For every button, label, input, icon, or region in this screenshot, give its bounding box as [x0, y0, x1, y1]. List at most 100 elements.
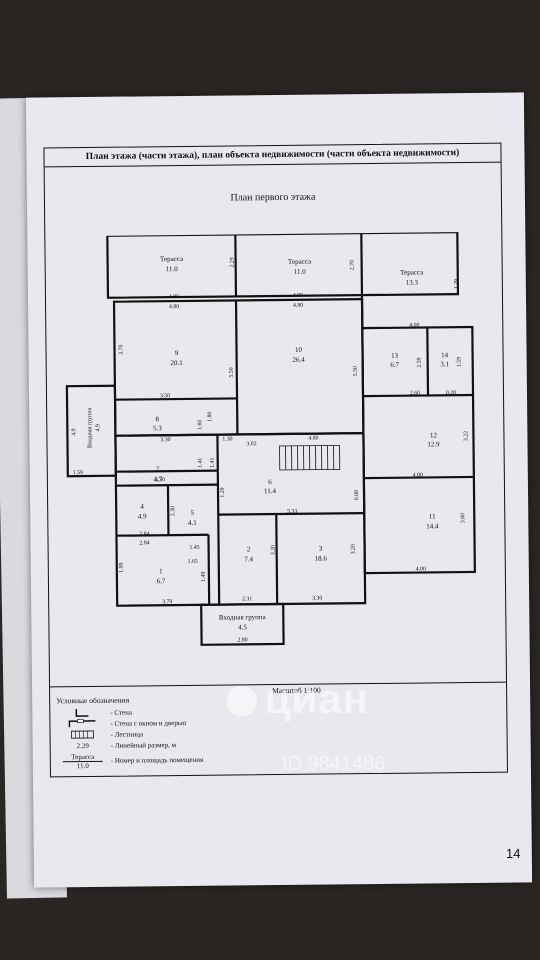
dimension-label: 3.30: [155, 477, 165, 483]
legend-label: - Номер и площадь помещения: [110, 755, 204, 765]
dimension-label: 2.60: [410, 391, 420, 397]
wall-9-10: [234, 300, 239, 435]
floor-plan: Терасса 11.0 Терасса 11.0 Терасса 13.3 9…: [65, 231, 476, 646]
room-area: 18.6: [315, 554, 328, 562]
room-area: 4.7: [153, 475, 162, 483]
legend: Условные обозначения - Стена - Стена с о…: [56, 694, 297, 772]
room-number: 3: [319, 545, 323, 553]
dimension-label: 1.29: [220, 487, 226, 497]
dimension-label: 2.59: [417, 357, 423, 367]
stairs-icon: [279, 444, 341, 471]
room-number: 13: [391, 352, 399, 360]
wall-2-3-top: [218, 512, 365, 516]
dimension-label: 3.02: [246, 441, 256, 447]
dimension-label: 4.9: [71, 428, 77, 435]
pin-icon: ⬤: [225, 682, 259, 716]
dimension-label: 3.70: [118, 344, 124, 354]
dimension-label: 2.84: [139, 531, 149, 537]
dimension-label: 1.59: [457, 357, 463, 367]
dimension-label: 2.29: [230, 257, 236, 267]
dimension-label: 0.68: [354, 490, 360, 500]
room-number: 8: [155, 415, 159, 423]
dimension-label: 2.80: [237, 637, 247, 643]
watermark-logo: циан: [264, 675, 369, 722]
room-area: 5.3: [153, 424, 162, 432]
room-area: 4.1: [188, 519, 197, 527]
terrace-divider-1: [234, 234, 238, 297]
dimension-label: 4.80: [293, 303, 303, 309]
floor-title: План первого этажа: [230, 191, 316, 204]
watermark: ⬤ циан: [225, 675, 369, 723]
room-name: Терасса: [288, 258, 312, 266]
entrance-bottom: [200, 602, 285, 646]
room-sample: Терасса 11.0: [57, 752, 109, 770]
dimension-label: 4.00: [409, 323, 419, 329]
room-number: 2: [247, 545, 251, 553]
dimension-label: 2.70: [350, 260, 356, 270]
entrance-left: [65, 384, 117, 478]
dimension-label: 4.00: [413, 472, 423, 478]
dimension-label: 5.50: [353, 366, 359, 376]
wall-12-top: [363, 393, 474, 398]
dimension-label: 3.50: [160, 393, 170, 399]
room-number: 6: [268, 478, 272, 486]
room-area: 26.4: [292, 356, 305, 364]
dimension-label: 3.20: [351, 544, 357, 554]
dimension-label: 1.41: [210, 457, 216, 467]
room-area: 6.7: [390, 361, 399, 369]
dimension-label: 3.20: [271, 545, 277, 555]
room-name: Входная группа: [219, 613, 267, 621]
dimension-label: 1.99: [119, 562, 125, 572]
dimension-label: 4.80: [308, 436, 318, 442]
stairs-icon: [57, 730, 109, 740]
dimension-label: 1.29: [454, 279, 460, 289]
dimension-label: 1.49: [201, 572, 207, 582]
room-number: 14: [441, 351, 449, 359]
dimension-label: 1.60: [197, 420, 203, 430]
wall-4-5: [166, 485, 170, 536]
room-number: 10: [295, 346, 303, 354]
room-area: 12.9: [427, 440, 440, 448]
wall-8-top: [115, 397, 238, 401]
room-area: 4.9: [138, 512, 147, 520]
wall-corridor-left: [216, 434, 221, 605]
dimension-label: 1.41: [198, 458, 204, 468]
dimension-label: 1.30: [222, 436, 232, 442]
wall-11-top: [363, 475, 474, 480]
plan-frame: План этажа (части этажа), план объекта н…: [43, 142, 508, 778]
room-number: 7: [156, 465, 160, 473]
room-area: 3.1: [440, 360, 449, 368]
dimension-label: 1.65: [188, 559, 198, 565]
dimension-label: 3.30: [160, 437, 170, 443]
page-number: 14: [506, 846, 521, 861]
legend-label: - Линейный размер, м: [110, 740, 177, 750]
wall-window-door-icon: [56, 719, 108, 729]
wall-icon: [56, 708, 108, 718]
dimension-label: 4.80: [169, 294, 179, 300]
room-name: Терасса: [160, 255, 184, 263]
dimension-label: 3.60: [460, 513, 466, 523]
legend-item: - Стена: [56, 705, 296, 719]
room-number: 4: [140, 502, 144, 510]
wall-2-3: [275, 514, 279, 605]
wall-7-top: [115, 469, 218, 473]
dimension-label: 1.80: [207, 412, 213, 422]
legend-item: Терасса 11.0 - Номер и площадь помещения: [57, 749, 297, 772]
legend-label: - Лестница: [110, 729, 144, 739]
legend-label: - Стена: [110, 708, 133, 717]
room-number: 1: [159, 567, 163, 575]
wall-1-top: [116, 533, 209, 537]
room-area: 7.4: [244, 555, 253, 563]
dimension-label: 2.30: [170, 506, 176, 516]
document-header: План этажа (части этажа), план объекта н…: [44, 143, 501, 168]
terrace-outline: [106, 231, 460, 299]
room-number: 12: [430, 431, 438, 439]
room-area: 20.1: [170, 359, 183, 367]
dimension-label: 2.31: [242, 596, 252, 602]
dimension-label: 3.22: [463, 431, 469, 441]
legend-label: - Стена с окном и дверью: [110, 718, 187, 728]
terrace-divider-2: [360, 233, 364, 329]
dimension-label: 4.80: [293, 293, 303, 299]
dimension-label: 5.50: [229, 367, 235, 377]
watermark-id: ID 9841486: [282, 753, 386, 775]
